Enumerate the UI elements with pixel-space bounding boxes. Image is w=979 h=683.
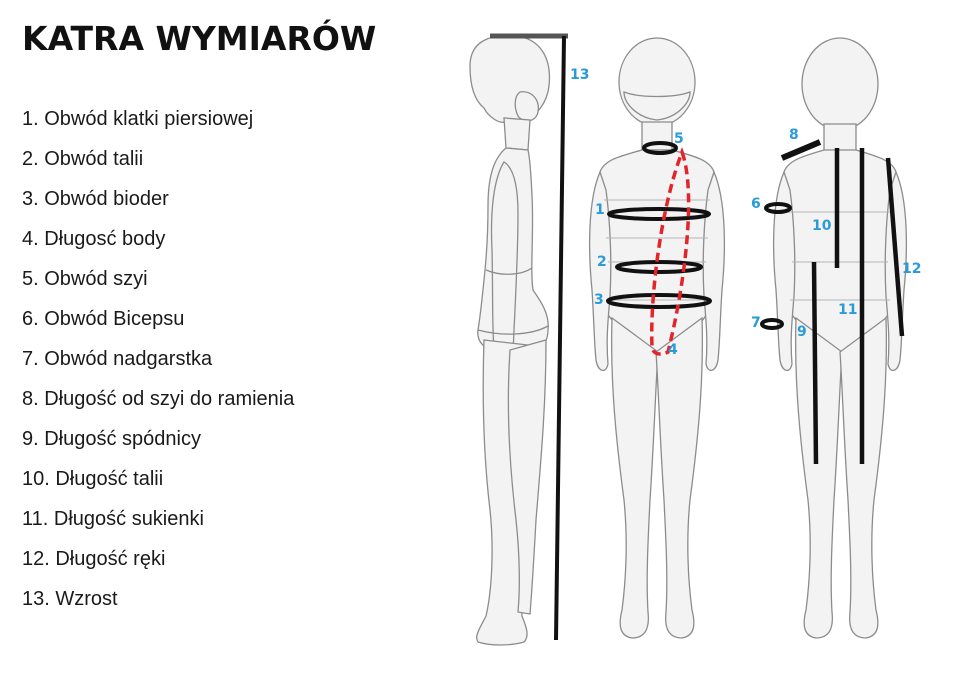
marker-number-6: 6 — [751, 196, 761, 212]
waist-circumference-ring — [615, 260, 703, 274]
legend-item-8: 8. Długość od szyi do ramienia — [22, 388, 295, 410]
legend-item-5: 5. Obwód szyi — [22, 268, 148, 290]
chart-title: KATRA WYMIARÓW — [22, 19, 377, 58]
body-length-loop — [650, 146, 691, 356]
marker-number-7: 7 — [751, 315, 761, 331]
chest-circumference-ring — [607, 207, 711, 221]
front-measurements — [606, 141, 712, 356]
front-view-figure — [588, 37, 726, 639]
marker-number-13: 13 — [570, 67, 589, 83]
legend-item-9: 9. Długość spódnicy — [22, 428, 201, 450]
marker-number-1: 1 — [595, 202, 605, 218]
marker-number-3: 3 — [594, 292, 604, 308]
marker-number-4: 4 — [668, 342, 678, 358]
legend-item-6: 6. Obwód Bicepsu — [22, 308, 185, 330]
legend-item-12: 12. Długość ręki — [22, 548, 166, 570]
marker-number-8: 8 — [789, 127, 799, 143]
legend-item-4: 4. Długosć body — [22, 228, 166, 250]
arm-length-line — [885, 157, 905, 337]
hip-circumference-ring — [606, 293, 712, 309]
bicep-ring — [764, 202, 792, 214]
legend-item-7: 7. Obwód nadgarstka — [22, 348, 213, 370]
legend-item-10: 10. Długość talii — [22, 468, 164, 490]
measurement-number-labels: 1 2 3 4 5 6 7 8 9 10 11 12 13 — [570, 67, 921, 358]
measurement-legend: 1. Obwód klatki piersiowej 2. Obwód tali… — [22, 104, 294, 624]
legend-item-3: 3. Obwód bioder — [22, 188, 169, 210]
height-line — [554, 35, 566, 641]
marker-number-9: 9 — [797, 324, 807, 340]
neck-to-shoulder-line — [780, 139, 822, 161]
marker-number-11: 11 — [838, 302, 857, 318]
legend-item-13: 13. Wzrost — [22, 588, 118, 610]
legend-item-11: 11. Długość sukienki — [22, 508, 204, 530]
marker-number-10: 10 — [812, 218, 832, 234]
marker-number-12: 12 — [902, 261, 921, 277]
legend-item-2: 2. Obwód talii — [22, 148, 144, 170]
marker-number-2: 2 — [597, 254, 607, 270]
neck-circumference-ring — [642, 141, 678, 155]
legend-item-1: 1. Obwód klatki piersiowej — [22, 108, 254, 130]
height-marker — [490, 33, 568, 641]
back-measurements — [760, 139, 905, 465]
skirt-length-line — [811, 261, 819, 465]
wrist-ring — [760, 318, 784, 330]
marker-number-5: 5 — [674, 131, 684, 147]
side-view-figure — [469, 34, 551, 646]
